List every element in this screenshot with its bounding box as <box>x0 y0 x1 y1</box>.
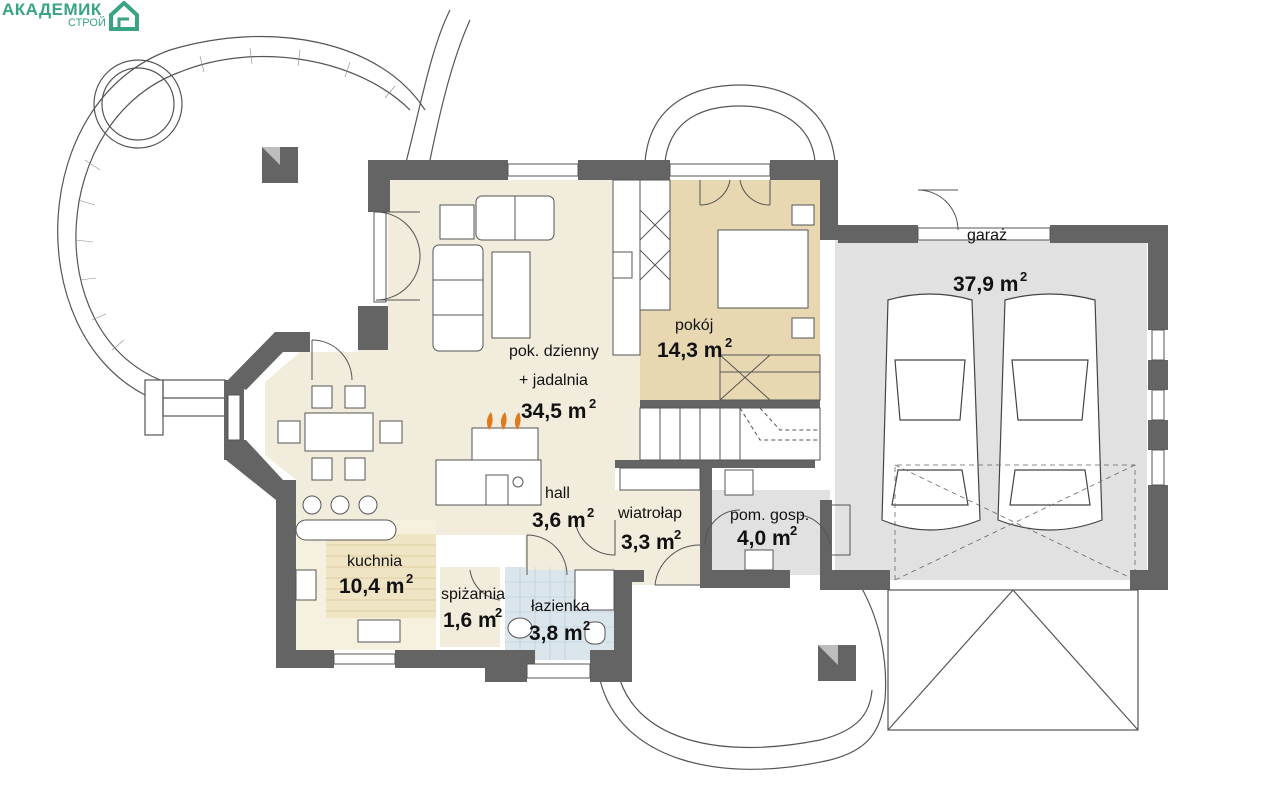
label-lazienka-sup: 2 <box>583 618 590 633</box>
bathroom-fixtures <box>507 469 774 645</box>
logo-main-text: АКАДЕМИК <box>2 0 102 19</box>
label-kuchnia-area: 10,4 m <box>339 575 404 598</box>
pillar-bottom <box>818 645 856 681</box>
living-furniture <box>277 179 815 643</box>
label-hall-name: hall <box>545 485 570 502</box>
label-garaz-area: 37,9 m <box>953 273 1018 296</box>
label-kuchnia-sup: 2 <box>406 571 413 586</box>
label-wiatrolap-name: wiatrołap <box>617 505 682 522</box>
label-living-name-2: + jadalnia <box>519 372 588 389</box>
label-garaz-sup: 2 <box>1020 269 1027 284</box>
label-spizarnia-area: 1,6 m <box>443 609 497 632</box>
label-wiatrolap-sup: 2 <box>674 527 681 542</box>
label-lazienka-name: łazienka <box>531 598 590 615</box>
bay-arc-top <box>644 84 836 163</box>
logo-sub-text: СТРОЙ <box>68 17 106 29</box>
label-living-sup: 2 <box>589 396 596 411</box>
walls <box>224 160 1168 682</box>
label-hall-area: 3,6 m <box>532 509 586 532</box>
label-spizarnia-name: spiżarnia <box>441 586 505 603</box>
fireplace-flames-icon <box>486 412 521 430</box>
room-label-garaz: garaż 37,9 m 2 <box>953 227 1027 296</box>
label-pomgosp-area: 4,0 m <box>737 527 791 550</box>
windows <box>227 163 1165 679</box>
carport-roof <box>887 589 1139 731</box>
label-pokoj-sup: 2 <box>725 335 732 350</box>
label-living-name: pok. dzienny <box>509 343 599 360</box>
room-label-living: pok. dzienny + jadalnia 34,5 m 2 <box>509 343 599 423</box>
label-pokoj-area: 14,3 m <box>657 339 722 362</box>
pillar-left <box>262 147 298 183</box>
label-spizarnia-sup: 2 <box>495 605 502 620</box>
room-label-kuchnia: kuchnia 10,4 m 2 <box>339 553 413 598</box>
garage-door-swing <box>894 464 1136 581</box>
room-label-spizarnia: spiżarnia 1,6 m 2 <box>441 586 505 632</box>
label-hall-sup: 2 <box>587 505 594 520</box>
kitchen-counter-stripes <box>326 544 436 612</box>
door-swings <box>311 179 959 610</box>
label-pokoj-name: pokój <box>675 317 713 334</box>
label-lazienka-area: 3,8 m <box>529 622 583 645</box>
terrace-bottom <box>599 584 887 770</box>
room-label-pomgosp: pom. gosp. 4,0 m 2 <box>730 507 809 550</box>
house-logo-icon <box>109 1 139 31</box>
label-garaz-name: garaż <box>967 227 1007 244</box>
logo: АКАДЕМИК СТРОЙ <box>2 0 152 34</box>
room-label-pokoj: pokój 14,3 m 2 <box>657 317 732 362</box>
label-living-area: 34,5 m <box>521 400 586 423</box>
room-label-wiatrolap: wiatrołap 3,3 m 2 <box>617 505 682 554</box>
room-label-hall: hall 3,6 m 2 <box>532 485 594 532</box>
terrace-hatching-left <box>75 47 396 351</box>
room-label-lazienka: łazienka 3,8 m 2 <box>529 598 590 645</box>
staircase <box>619 354 821 491</box>
label-pomgosp-name: pom. gosp. <box>730 507 809 524</box>
label-pomgosp-sup: 2 <box>790 523 797 538</box>
label-kuchnia-name: kuchnia <box>347 553 402 570</box>
label-wiatrolap-area: 3,3 m <box>621 531 675 554</box>
